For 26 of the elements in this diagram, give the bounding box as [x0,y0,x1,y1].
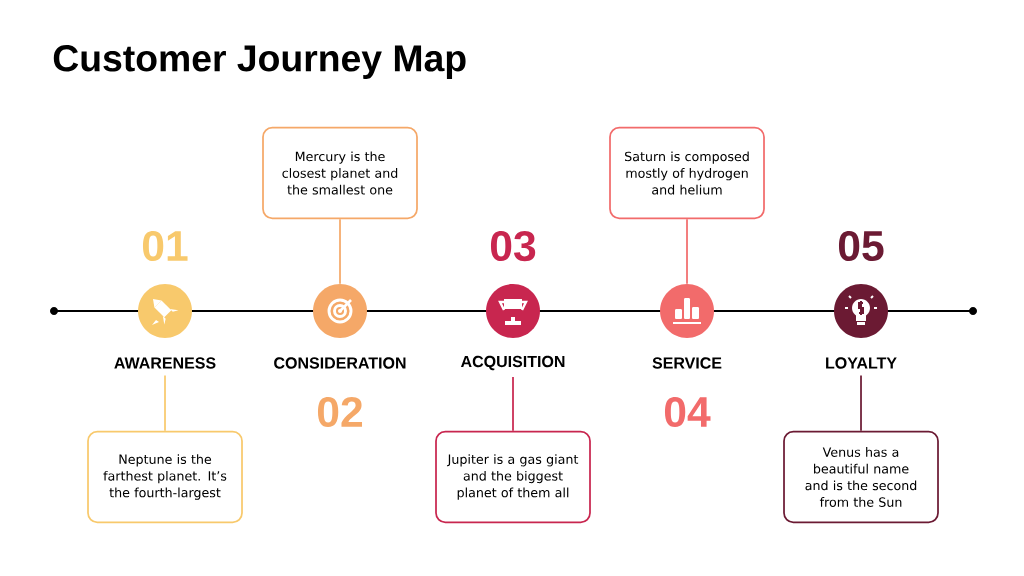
step-number: 03 [490,230,536,262]
stage-name: ACQUISITION [460,355,565,371]
step-number: 02 [317,396,362,428]
text-box: Mercury is the closest planet and the smallest one [262,126,418,220]
icon-circle [486,284,540,338]
icon-circle [313,284,367,338]
connector-line [686,218,688,285]
text-box: Neptune is the farthest planet. It’s the fourth-largest [87,430,243,524]
title: Customer Journey Map [53,45,466,79]
text-box: Saturn is composed mostly of hydrogen and helium [609,126,765,220]
step-number: 04 [664,396,711,428]
stage-name: CONSIDERATION [274,357,406,369]
connector-line [512,376,514,432]
icon-circle [834,284,888,338]
stage-name: AWARENESS [114,357,216,369]
step-number: 01 [142,230,188,262]
icon-circle [660,284,714,338]
step-number: 05 [838,230,884,262]
text-box: Venus has a beautiful name and is the second from the Sun [783,430,939,524]
connector-line [339,218,341,285]
connector-line [860,374,862,432]
icon-circle [138,284,192,338]
connector-line [164,374,166,432]
stage-name: LOYALTY [826,357,897,369]
text-box: Jupiter is a gas giant and the biggest planet of them all [435,430,591,524]
stage-name: SERVICE [652,357,722,369]
